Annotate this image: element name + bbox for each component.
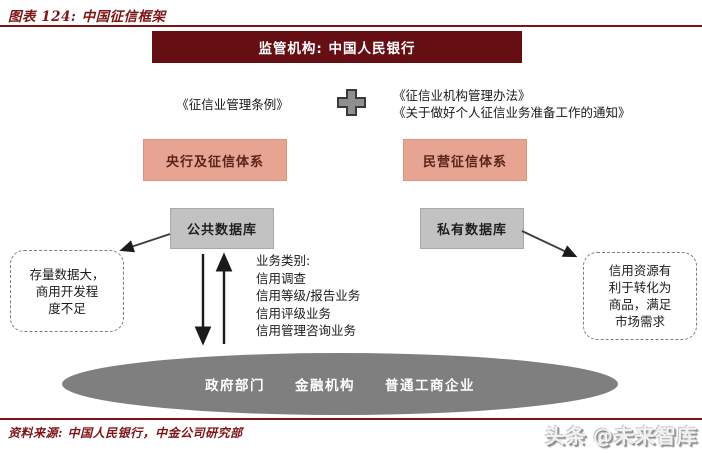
business-category-list: 业务类别: 信用调查 信用等级/报告业务 信用评级业务 信用管理咨询业务	[256, 252, 416, 340]
regulation-right-line2: 《关于做好个人征信业务准备工作的通知》	[393, 104, 631, 120]
business-item-credit-rating-report: 信用等级/报告业务	[256, 288, 361, 303]
private-database-box: 私有数据库	[420, 208, 524, 249]
private-db-note-line2: 利于转化为	[608, 280, 672, 295]
public-database-label: 公共数据库	[186, 223, 257, 238]
source-note: 资料来源: 中国人民银行，中金公司研究部	[8, 426, 243, 440]
private-system-box: 民营征信体系	[403, 139, 527, 181]
central-bank-system-box: 央行及征信体系	[143, 139, 287, 181]
business-list-title: 业务类别:	[256, 253, 311, 268]
private-db-note-line4: 市场需求	[614, 314, 665, 329]
regulation-left-label: 《征信业管理条例》	[176, 97, 289, 112]
watermark-brand: 头条	[545, 424, 587, 448]
plus-icon	[336, 88, 368, 118]
title-divider	[0, 25, 702, 27]
regulator-label: 监管机构: 中国人民银行	[258, 41, 416, 57]
entity-government: 政府部门	[205, 378, 265, 394]
regulation-right-block: 《征信业机构管理办法》 《关于做好个人征信业务准备工作的通知》	[393, 88, 683, 121]
public-db-note-line2: 商用开发程	[35, 283, 99, 299]
private-system-label: 民营征信体系	[422, 154, 507, 170]
private-db-note-line3: 商品，满足	[608, 297, 672, 312]
entity-commercial-enterprises: 普通工商企业	[385, 378, 475, 394]
diagonal-arrow-left	[119, 233, 171, 253]
business-item-credit-rating: 信用评级业务	[256, 305, 332, 321]
public-db-note-line1: 存量数据大，	[29, 266, 105, 282]
footer-divider	[0, 418, 702, 420]
entities-ellipse: 政府部门 金融机构 普通工商企业	[62, 353, 618, 415]
private-database-label: 私有数据库	[436, 223, 507, 238]
business-item-credit-consulting: 信用管理咨询业务	[256, 323, 357, 338]
business-item-credit-investigation: 信用调查	[256, 270, 307, 286]
public-db-note-bubble: 存量数据大， 商用开发程 度不足	[10, 250, 124, 332]
regulator-box: 监管机构: 中国人民银行	[152, 31, 522, 63]
entity-financial-institutions: 金融机构	[295, 378, 355, 394]
private-db-note-line1: 信用资源有	[608, 263, 672, 278]
watermark-logo: 头条 @未来智库	[545, 420, 698, 449]
central-bank-system-label: 央行及征信体系	[165, 154, 264, 170]
watermark-handle: @未来智库	[593, 424, 698, 448]
figure-title: 图表 124: 中国征信框架	[8, 9, 166, 25]
public-database-box: 公共数据库	[170, 208, 274, 249]
regulation-right-line1: 《征信业机构管理办法》	[393, 88, 531, 103]
private-db-note-bubble: 信用资源有 利于转化为 商品，满足 市场需求	[583, 252, 697, 340]
public-db-note-line3: 度不足	[48, 300, 86, 316]
diagonal-arrow-right	[521, 230, 578, 258]
